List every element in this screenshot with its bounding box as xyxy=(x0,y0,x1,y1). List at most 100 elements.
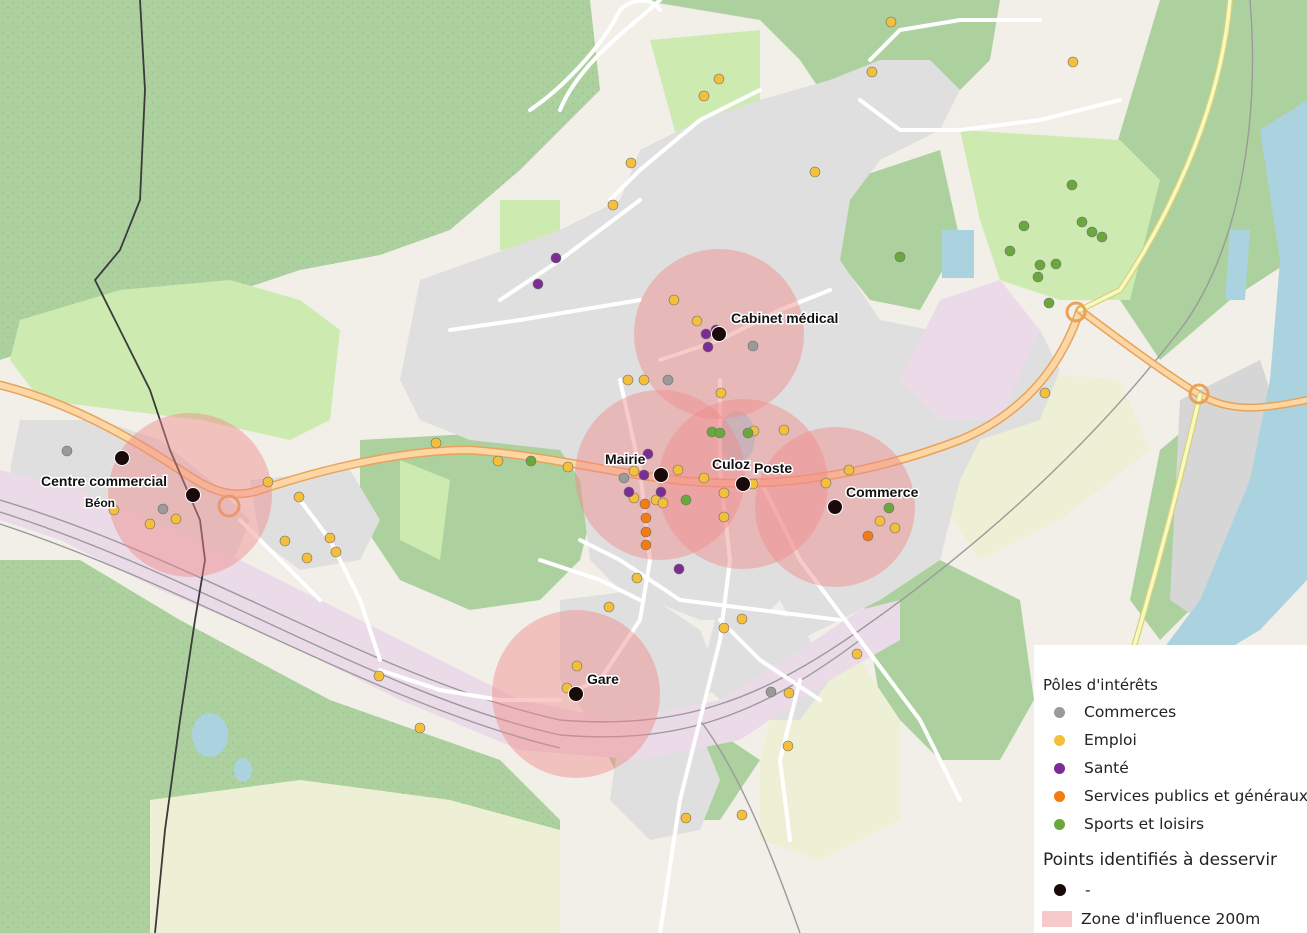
label-mairie: Mairie xyxy=(605,451,646,467)
poi-sports xyxy=(714,427,726,439)
poi-emploi xyxy=(1067,56,1079,68)
poi-emploi xyxy=(874,515,886,527)
poi-emploi xyxy=(718,511,730,523)
legend-item-sante: Santé xyxy=(1034,754,1307,782)
poi-commerces xyxy=(765,686,777,698)
minor-roads xyxy=(238,0,1122,933)
poi-services xyxy=(862,530,874,542)
legend-dot-target xyxy=(1054,884,1066,896)
poi-emploi xyxy=(628,465,640,477)
legend-item-emploi: Emploi xyxy=(1034,726,1307,754)
poi-emploi xyxy=(1039,387,1051,399)
poi-emploi xyxy=(718,487,730,499)
poi-sports xyxy=(883,502,895,514)
poi-sports xyxy=(1050,258,1062,270)
legend-item-sports: Sports et loisirs xyxy=(1034,810,1307,838)
poi-sante xyxy=(623,486,635,498)
water-bodies xyxy=(192,100,1307,782)
poi-emploi xyxy=(713,73,725,85)
poi-emploi xyxy=(715,387,727,399)
target-mairie xyxy=(653,467,669,483)
map-legend: Pôles d'intérêts Commerces Emploi Santé … xyxy=(1034,645,1307,933)
poi-commerces xyxy=(61,445,73,457)
poi-emploi xyxy=(783,687,795,699)
poi-sports xyxy=(1032,271,1044,283)
railway-lines xyxy=(0,0,1254,933)
poi-services xyxy=(640,526,652,538)
poi-emploi xyxy=(170,513,182,525)
legend-dot-commerces xyxy=(1054,706,1065,718)
poi-emploi xyxy=(691,315,703,327)
poi-emploi xyxy=(373,670,385,682)
legend-label-zone: Zone d'influence 200m xyxy=(1081,910,1261,928)
poi-sante xyxy=(700,328,712,340)
poi-sante xyxy=(550,252,562,264)
legend-dot-sante xyxy=(1054,762,1065,774)
poi-sports xyxy=(742,427,754,439)
poi-emploi xyxy=(809,166,821,178)
poi-emploi xyxy=(885,16,897,28)
legend-dot-sports xyxy=(1054,818,1065,830)
target-cabinet-medical xyxy=(711,326,727,342)
legend-label-services: Services publics et généraux xyxy=(1084,787,1307,805)
poi-emploi xyxy=(843,464,855,476)
poi-commerces xyxy=(662,374,674,386)
poi-sports xyxy=(680,494,692,506)
legend-item-target: - xyxy=(1034,876,1091,904)
poi-emploi xyxy=(851,648,863,660)
label-gare: Gare xyxy=(587,671,619,687)
poi-emploi xyxy=(736,809,748,821)
poi-emploi xyxy=(638,374,650,386)
poi-emploi xyxy=(657,497,669,509)
poi-emploi xyxy=(279,535,291,547)
legend-group-poles-title: Pôles d'intérêts xyxy=(1043,676,1158,694)
legend-label-emploi: Emploi xyxy=(1084,731,1137,749)
poi-emploi xyxy=(631,572,643,584)
poi-emploi xyxy=(778,424,790,436)
poi-emploi xyxy=(698,472,710,484)
legend-swatch-zone xyxy=(1042,911,1072,927)
legend-dot-services xyxy=(1054,790,1065,802)
poi-commerces xyxy=(747,340,759,352)
poi-services xyxy=(639,498,651,510)
poi-commerces xyxy=(157,503,169,515)
label-culoz: Culoz xyxy=(712,456,750,472)
poi-emploi xyxy=(330,546,342,558)
poi-emploi xyxy=(680,812,692,824)
target-centre-commercial xyxy=(185,487,201,503)
target-commerce xyxy=(827,499,843,515)
interest-points xyxy=(61,16,1108,824)
poi-sports xyxy=(1018,220,1030,232)
poi-emploi xyxy=(736,613,748,625)
poi-emploi xyxy=(668,294,680,306)
poi-emploi xyxy=(603,601,615,613)
poi-emploi xyxy=(571,660,583,672)
legend-label-target: - xyxy=(1085,881,1091,899)
label-cabinet-medical: Cabinet médical xyxy=(731,310,838,326)
poi-services xyxy=(640,539,652,551)
poi-sports xyxy=(1086,226,1098,238)
poi-emploi xyxy=(672,464,684,476)
poi-emploi xyxy=(414,722,426,734)
legend-dot-emploi xyxy=(1054,734,1065,746)
target-centre-commercial-west xyxy=(114,450,130,466)
legend-label-commerces: Commerces xyxy=(1084,703,1177,721)
legend-item-commerces: Commerces xyxy=(1034,698,1307,726)
poi-emploi xyxy=(866,66,878,78)
poi-sports xyxy=(1034,259,1046,271)
poi-sports xyxy=(525,455,537,467)
poi-emploi xyxy=(698,90,710,102)
poi-emploi xyxy=(293,491,305,503)
poi-emploi xyxy=(144,518,156,530)
label-centre-commercial: Centre commercial xyxy=(41,473,167,489)
poi-sports xyxy=(1066,179,1078,191)
legend-item-services: Services publics et généraux xyxy=(1034,782,1307,810)
poi-sante xyxy=(638,469,650,481)
poi-emploi xyxy=(718,622,730,634)
poi-services xyxy=(640,512,652,524)
poi-commerces xyxy=(618,472,630,484)
legend-group-targets-title: Points identifiés à desservir xyxy=(1043,850,1278,870)
main-roads xyxy=(0,0,1307,663)
